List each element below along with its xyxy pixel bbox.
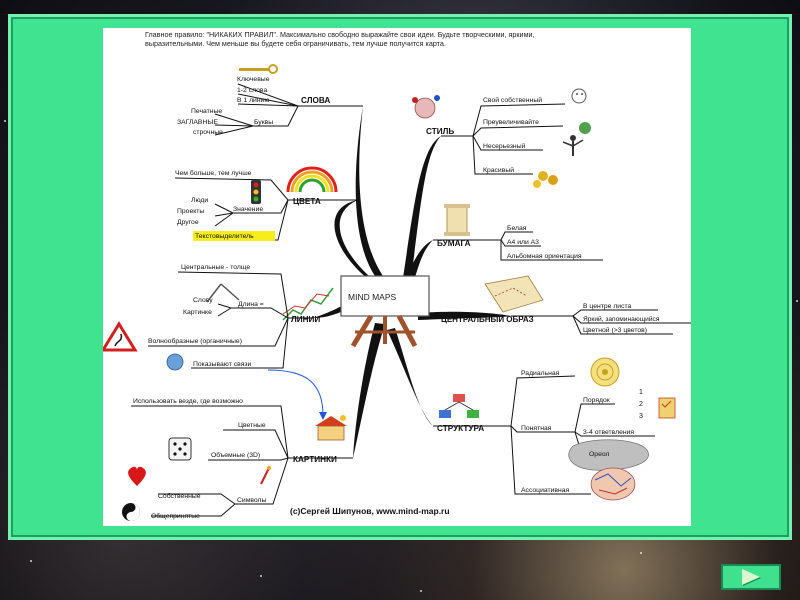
treasure-map-icon [484, 275, 544, 313]
struktura-otvetvleniya: 3-4 ответвления [583, 429, 634, 436]
branch-title-tsveta: ЦВЕТА [293, 197, 321, 206]
obraz-item-2: Яркий, запоминающийся [583, 315, 660, 323]
tsveta-znachenie: Значение [233, 206, 263, 213]
stil-item-4: Красивый [483, 166, 514, 174]
linii-central: Центральные - толще [181, 264, 250, 271]
struktura-ponyatnaya: Понятная [521, 425, 552, 432]
key-icon [239, 64, 278, 74]
center-title: MIND MAPS [348, 292, 397, 302]
hierarchy-chart-icon [439, 394, 479, 418]
linii-kartinke: Картинке [183, 309, 212, 316]
bumaga-item-3: Альбомная ориентация [507, 252, 582, 260]
header-line-1: Главное правило: "НИКАКИХ ПРАВИЛ". Макси… [145, 30, 535, 39]
dice-icon [168, 437, 192, 461]
star [260, 575, 262, 577]
juggler-icon [562, 135, 584, 156]
face-sketch-icon [571, 88, 587, 104]
obraz-item-1: В центре листа [583, 303, 632, 310]
branch-title-slova: СЛОВА [301, 96, 330, 105]
linii-links: Показывают связи [193, 361, 251, 368]
branch-title-bumaga: БУМАГА [437, 239, 471, 248]
oreol-blob [568, 439, 649, 471]
arrow-head-icon [319, 412, 327, 420]
checklist-icon [658, 397, 676, 419]
struktura-radial: Радиальная [521, 370, 560, 377]
center-easel-icon [282, 275, 430, 348]
linii-slovu: Слову [193, 297, 213, 304]
mind-map-card: Главное правило: "НИКАКИХ ПРАВИЛ". Макси… [100, 28, 691, 526]
compass-icon [206, 283, 240, 303]
struktura-num-3: 3 [639, 413, 643, 420]
slova-item-4: Буквы [254, 119, 273, 126]
bukvy-item-1: Печатные [191, 108, 222, 115]
brush-icon [260, 466, 271, 485]
kartinki-common: Общепринятые [151, 512, 200, 520]
star [4, 120, 6, 122]
branch-title-stil: СТИЛЬ [426, 127, 454, 136]
globe-link-icon [166, 353, 184, 371]
kartinki-3d: Объемные (3D) [211, 451, 260, 459]
links-arrow [267, 369, 324, 417]
star [640, 552, 642, 554]
obraz-item-3: Цветной (>3 цветов) [583, 326, 647, 334]
highlighter-mark [193, 231, 275, 241]
struktura-poryadok: Порядок [583, 397, 610, 404]
mini-globe-icon [579, 122, 591, 134]
slova-item-2: 1-2 слова [237, 87, 267, 94]
sun-target-icon [590, 357, 620, 387]
tsveta-sub-3: Другое [177, 219, 199, 226]
flowers-icon [533, 171, 558, 188]
winding-road-sign-icon [100, 321, 138, 352]
branch-title-obraz: ЦЕНТРАЛЬНЫЙ ОБРАЗ [441, 315, 534, 324]
heart-icon [128, 466, 146, 486]
branch-title-linii: ЛИНИИ [291, 315, 320, 324]
brain-icon [412, 95, 440, 119]
credit-text: (с)Сергей Шипунов, www.mind-map.ru [290, 506, 450, 516]
bukvy-item-2: ЗАГЛАВНЫЕ [177, 119, 218, 126]
bumaga-item-1: Белая [507, 225, 527, 232]
bukvy-item-3: строчные [193, 129, 223, 136]
header-line-2: выразительными. Чем меньше вы будете себ… [145, 39, 446, 48]
slova-item-1: Ключевые [237, 76, 270, 83]
stil-item-1: Свой собственный [483, 96, 542, 104]
stil-item-2: Преувеличивайте [483, 118, 539, 126]
sub-branches [131, 83, 691, 517]
yin-yang-icon [122, 503, 140, 521]
linii-wavy: Волнообразные (органичные) [148, 337, 242, 345]
star [420, 590, 422, 592]
neural-network-icon [590, 467, 636, 501]
traffic-light-icon [251, 180, 261, 204]
star [30, 560, 32, 562]
tsveta-sub-2: Проекты [177, 208, 204, 215]
stil-item-3: Несерьезный [483, 142, 526, 150]
struktura-num-1: 1 [639, 389, 643, 396]
mind-map-diagram: Главное правило: "НИКАКИХ ПРАВИЛ". Макси… [100, 30, 691, 521]
scroll-icon [444, 204, 470, 236]
kartinki-symbols: Символы [237, 497, 267, 504]
tsveta-more: Чем больше, тем лучше [175, 169, 252, 177]
branch-title-kartinki: КАРТИНКИ [293, 455, 337, 464]
star [796, 300, 798, 302]
kartinki-own: Собственные [158, 492, 201, 500]
house-picture-icon [315, 415, 347, 441]
struktura-oreol: Ореол [589, 451, 609, 458]
tsveta-highlighter: Текстовыделитель [195, 233, 254, 240]
branch-title-struktura: СТРУКТУРА [437, 424, 484, 433]
slova-item-3: В 1 линию [237, 97, 270, 104]
tsveta-sub-1: Люди [191, 197, 208, 204]
arrow-right-icon [742, 569, 760, 585]
rainbow-icon [286, 166, 338, 193]
struktura-assoc: Ассоциативная [521, 487, 570, 494]
linii-length: Длина = [238, 301, 264, 308]
next-slide-button[interactable] [721, 564, 781, 590]
bumaga-item-2: А4 или А3 [507, 239, 539, 246]
kartinki-everywhere: Использовать везде, где возможно [133, 398, 243, 405]
kartinki-color: Цветные [238, 422, 266, 429]
struktura-num-2: 2 [639, 401, 643, 408]
